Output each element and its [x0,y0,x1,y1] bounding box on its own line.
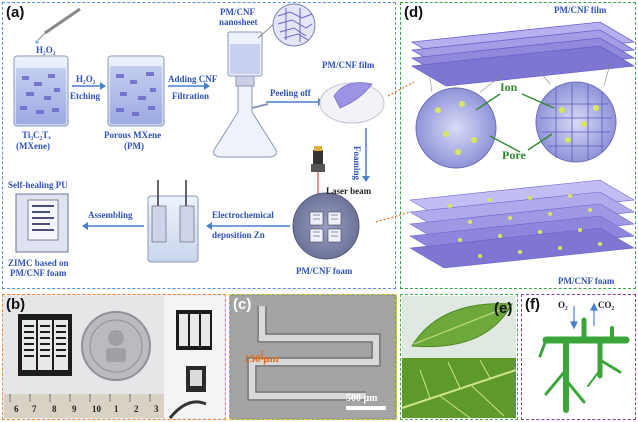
leaf-vein-icon [401,359,517,419]
ruler-icon [4,394,164,418]
ion-magnified-icon [415,87,497,169]
label-pm: (PM) [124,141,144,151]
arrow-assembling-icon [82,222,144,230]
label-filtration: Filtration [172,91,209,101]
pm-cnf-film-icon [319,82,385,124]
label-pm-cnf-foam: PM/CNF foam [296,266,353,276]
ruler-number-10: 10 [92,404,101,414]
arrow-deposition-icon [206,222,290,230]
label-ti3c2tx: Ti₃C₂Tₓ [22,130,51,140]
pm-cnf-foam-disk-icon [292,192,360,260]
label-mxene: (MXene) [16,141,50,151]
beaker-mxene-icon [13,55,69,127]
label-adding-cnf: Adding CNF [168,74,218,84]
panel-f-label: (f) [525,296,540,313]
ruler-number-8: 8 [52,404,57,414]
ruler-number-3: 3 [154,404,159,414]
ruler-number-7: 7 [32,404,37,414]
zimc-device-bent-icon [168,366,207,419]
film-stack-icon [410,21,636,87]
gas-arrows-icon [570,302,598,330]
label-scale-bar: 500 μm [346,393,378,404]
branch-network-icon [538,317,630,413]
label-ion: Ion [500,80,518,94]
label-porous-mxene: Porous MXene [104,130,162,140]
label-foam-bottom: PM/CNF foam [558,276,615,286]
panel-b-label: (b) [6,296,26,313]
ruler-number-2: 2 [134,404,139,414]
label-zimc-2: PM/CNF foam [10,268,67,278]
label-pore: Pore [502,148,526,162]
label-co2: CO₂ [598,300,615,310]
panel-c-label: (c) [233,296,252,313]
filtration-flask-icon [213,31,277,158]
zimc-device-small-icon [176,310,212,350]
label-peeling-off: Peeling off [270,88,311,98]
zimc-device-icon [15,193,69,253]
panel-d-label: (d) [404,4,424,21]
panel-a [2,2,396,289]
panel-d [400,2,636,289]
label-pm-cnf-film: PM/CNF film [322,60,375,70]
foam-stack-icon [409,179,635,269]
label-self-healing-pu: Self-healing PU [8,180,68,190]
label-h2o2-top: H₂O₂ [36,45,56,55]
ruler-number-1: 1 [114,404,119,414]
panel-e [400,294,518,420]
label-laser-beam: Laser beam [326,186,372,196]
label-150-um: 150 μm [244,353,279,365]
panel-a-label: (a) [6,4,25,21]
arrow-filtration-icon [168,82,210,90]
beaker-porous-mxene-icon [107,55,165,127]
label-assembling: Assembling [88,210,133,220]
panel-e-label: (e) [494,300,513,317]
pore-magnified-icon [535,81,617,163]
label-h2o2-mid: H₂O₂ [76,74,96,84]
ruler-number-6: 6 [14,404,19,414]
arrow-etching-icon [72,82,106,90]
label-electrochemical: Electrochemical [212,210,274,220]
leaf-icon [411,303,513,348]
panel-f [521,294,636,420]
label-zimc-1: ZIMC based on [8,258,69,268]
laser-path-icon [249,306,379,399]
pipette-icon [35,7,81,44]
label-etching: Etching [70,91,101,101]
coin-icon [81,311,151,381]
label-film-top: PM/CNF film [554,5,607,15]
scale-bar [346,406,386,410]
arrow-foaming-icon [362,128,370,182]
nanosheet-magnified-icon [257,3,316,47]
label-nanosheet-2: nanosheet [219,17,258,27]
zimc-device-photo-icon [18,314,72,376]
ruler-number-9: 9 [72,404,77,414]
label-deposition: deposition Zn [212,230,265,240]
label-o2: O₂ [558,300,568,310]
label-nanosheet-1: PM/CNF [220,7,255,17]
electrochemical-cell-icon [147,180,199,263]
